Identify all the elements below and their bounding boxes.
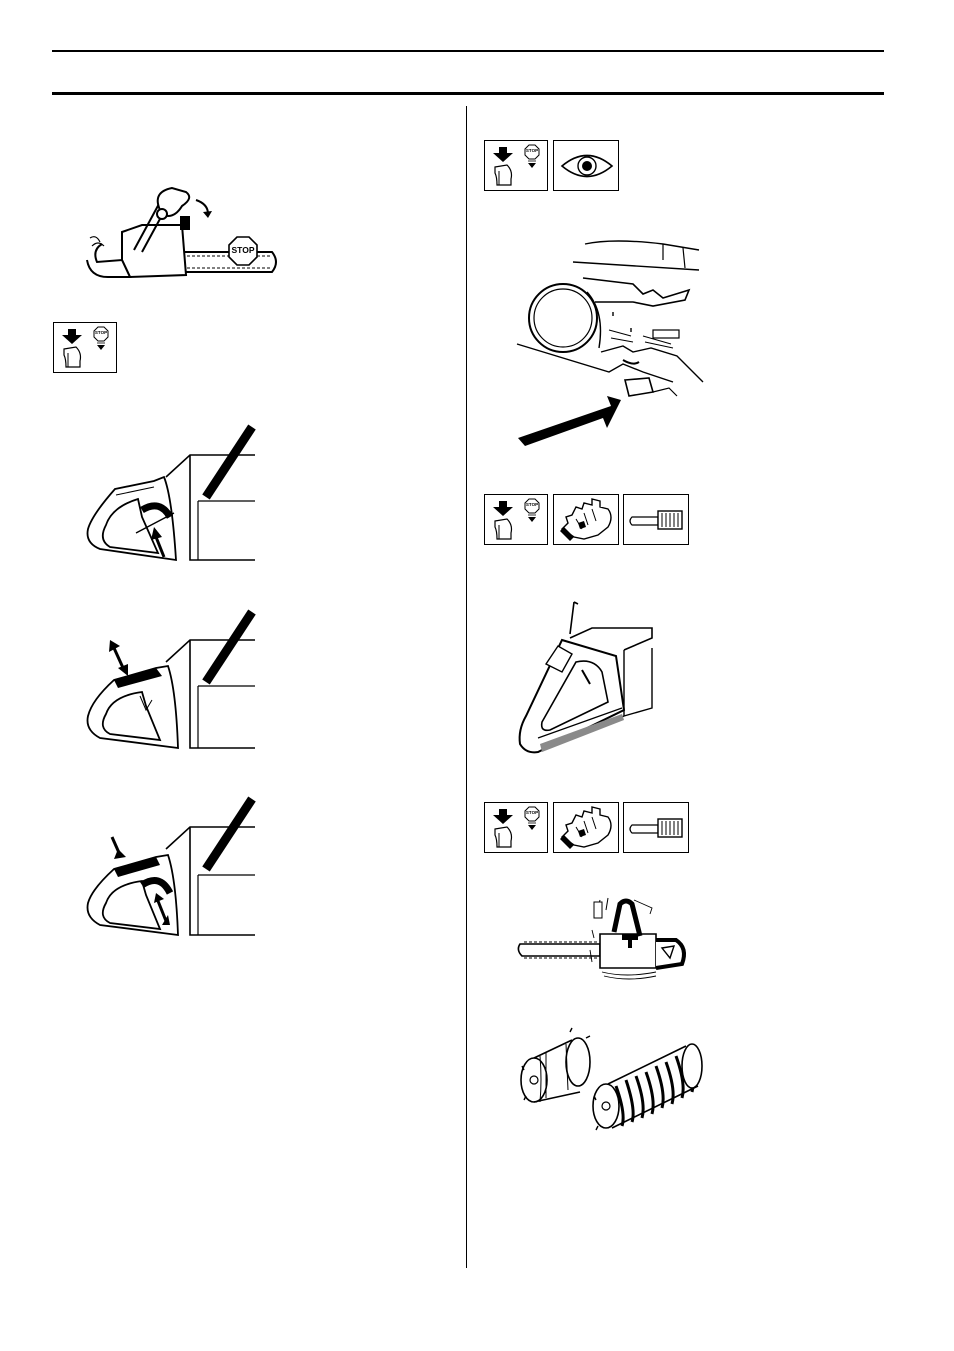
glove-symbol bbox=[553, 802, 619, 853]
header-rule-bottom bbox=[52, 92, 884, 95]
brake-handle-figure-2 bbox=[80, 610, 255, 750]
chain-catcher-figure bbox=[513, 232, 713, 454]
brake-handle-figure-1 bbox=[80, 425, 255, 565]
stop-engine-icon bbox=[54, 323, 118, 374]
stop-mini-label: STOP bbox=[525, 148, 539, 153]
stop-mini-label: STOP bbox=[94, 330, 108, 335]
brush-icon bbox=[624, 803, 690, 854]
chain-brake-wrist-figure: STOP bbox=[82, 180, 282, 285]
vibration-dampers-figure bbox=[512, 1026, 712, 1131]
stop-engine-icon bbox=[485, 803, 549, 854]
stop-engine-symbol-right-2: STOP bbox=[484, 494, 548, 545]
brush-icon bbox=[624, 495, 690, 546]
stop-engine-symbol-left: STOP bbox=[53, 322, 117, 373]
chainsaw-brake-illustration bbox=[82, 180, 282, 285]
stop-engine-symbol-right-3: STOP bbox=[484, 802, 548, 853]
anti-vibration-saw-figure bbox=[516, 894, 692, 980]
stop-sign-label: STOP bbox=[228, 245, 258, 255]
stop-mini-label: STOP bbox=[525, 810, 539, 815]
eye-inspect-symbol bbox=[553, 140, 619, 191]
header-rule-top bbox=[52, 50, 884, 52]
glove-icon bbox=[554, 495, 620, 546]
stop-engine-icon bbox=[485, 141, 549, 192]
brush-symbol bbox=[623, 802, 689, 853]
column-divider bbox=[466, 106, 467, 1268]
eye-inspect-icon bbox=[554, 141, 620, 192]
stop-mini-label: STOP bbox=[525, 502, 539, 507]
brake-handle-figure-3 bbox=[80, 797, 255, 939]
stop-sign: STOP bbox=[228, 236, 258, 266]
stop-engine-icon bbox=[485, 495, 549, 546]
glove-icon bbox=[554, 803, 620, 854]
glove-symbol bbox=[553, 494, 619, 545]
brake-cover-figure bbox=[512, 598, 662, 758]
stop-engine-symbol-right-1: STOP bbox=[484, 140, 548, 191]
brush-symbol bbox=[623, 494, 689, 545]
